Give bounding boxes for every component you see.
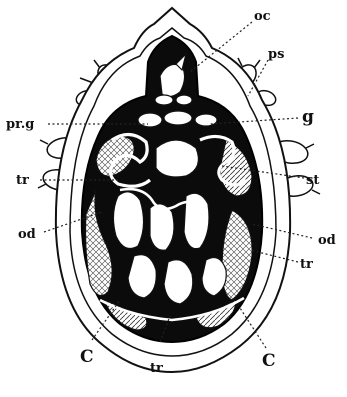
label-ps: ps [268,47,284,62]
label-c-left: C [80,347,94,367]
label-tr-left: tr [16,173,29,188]
label-g: g [302,107,314,127]
label-od-left: od [18,227,36,242]
label-st: st [306,173,319,188]
label-tr-bottom: tr [150,361,163,376]
label-od-right: od [318,233,336,248]
label-pr-g: pr.g [6,117,34,132]
label-c-right: C [262,351,276,371]
label-tr-right: tr [300,257,313,272]
label-oc: oc [254,9,271,24]
